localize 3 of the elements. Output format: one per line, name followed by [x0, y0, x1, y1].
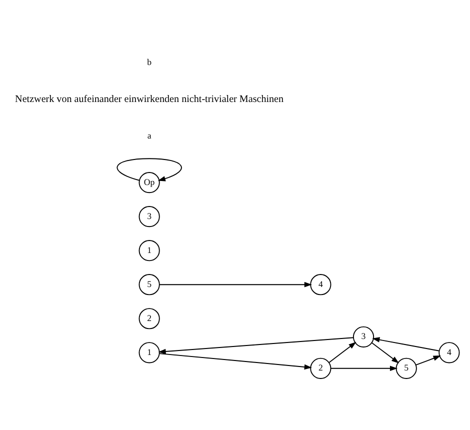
label: b: [147, 57, 152, 68]
label: a: [147, 130, 152, 140]
label: Netzwerk von aufeinander einwirkenden nicht-trivialer Maschinen: [15, 94, 284, 105]
